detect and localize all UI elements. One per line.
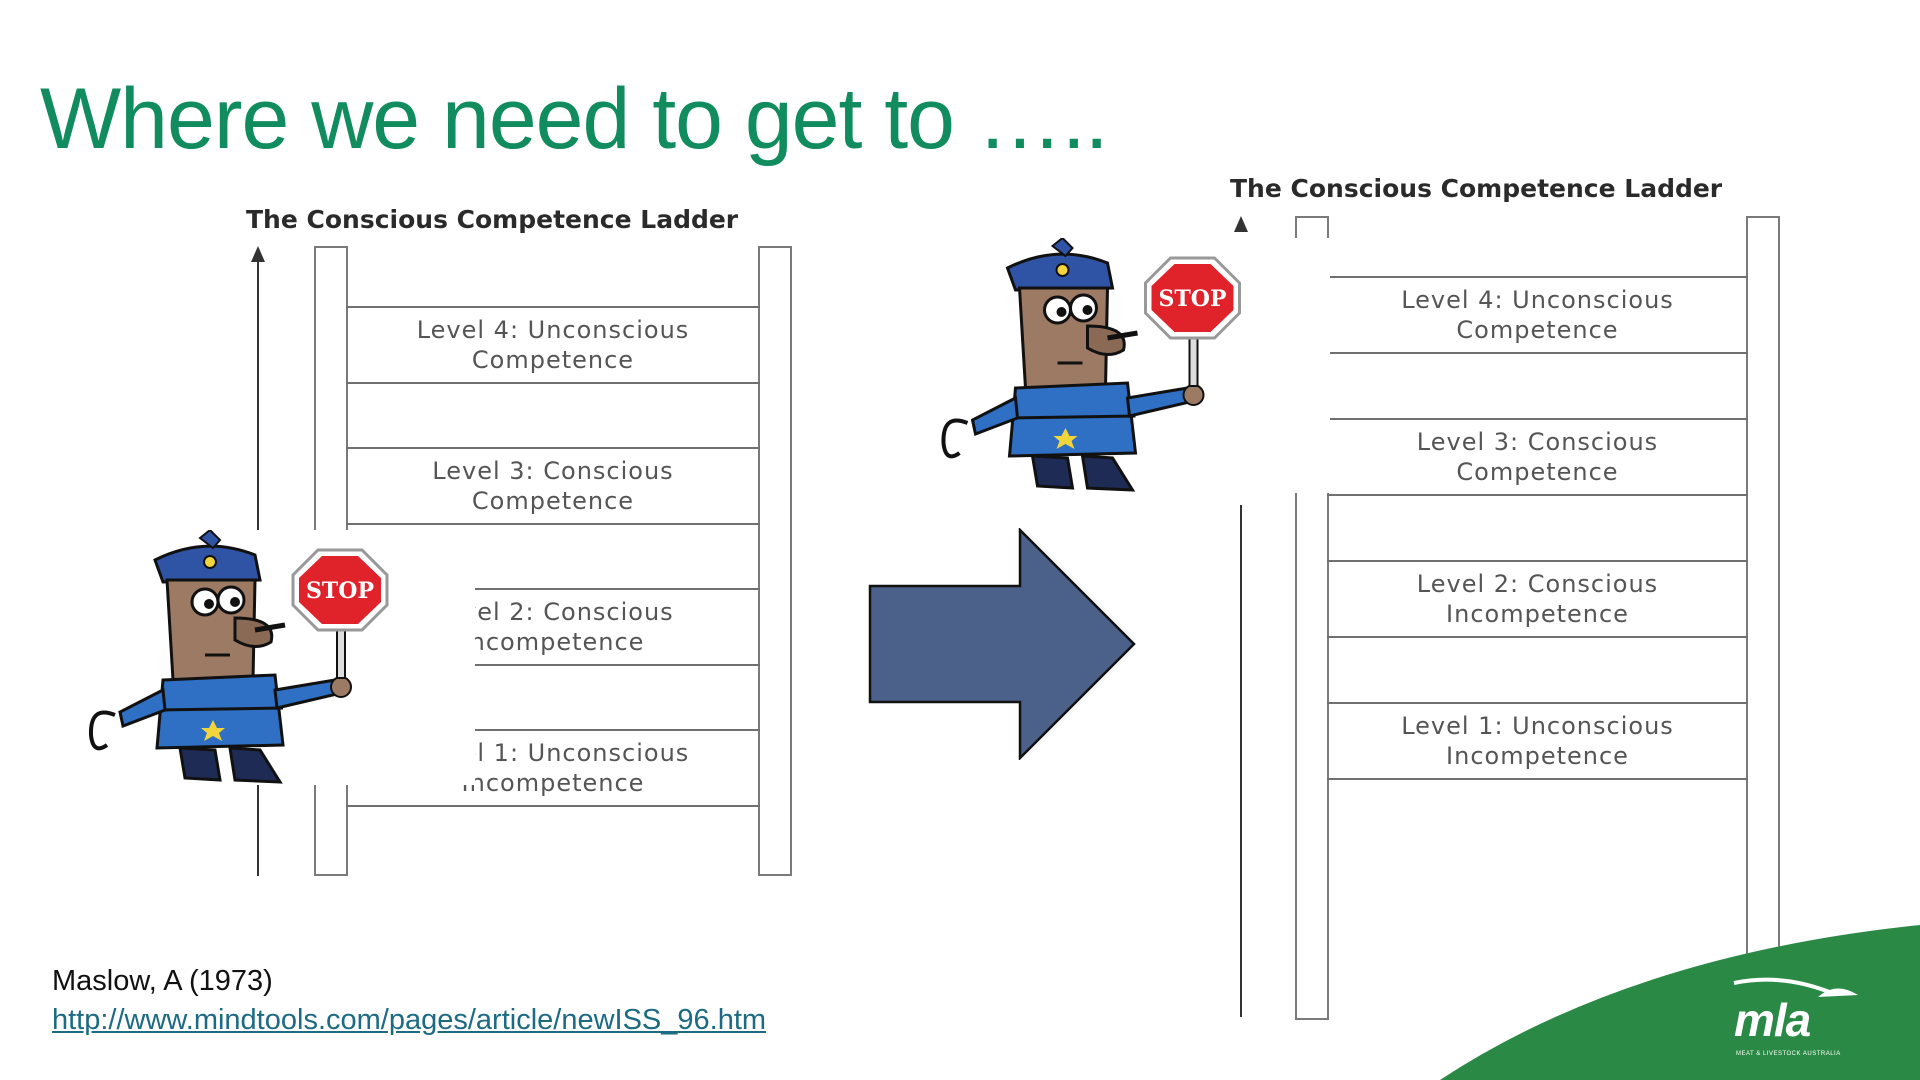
- arrow-up-icon: [251, 246, 265, 262]
- arrow-up-icon: [1234, 216, 1248, 232]
- rung-label: Level 2: Conscious Incompetence: [1416, 570, 1659, 628]
- ladder-rung-level-4: Level 4: Unconscious Competence: [1327, 276, 1748, 354]
- swoosh-shape: [1440, 925, 1920, 1080]
- stop-sign-face: [299, 556, 381, 624]
- arrow-shape: [868, 526, 1136, 762]
- rung-label: Level 4: Unconscious Competence: [416, 316, 690, 374]
- stop-sign-text: STOP: [306, 578, 374, 604]
- logo-wordmark: mla: [1734, 994, 1811, 1046]
- rung-label: Level 3: Conscious Competence: [1416, 428, 1659, 486]
- mla-logo: mla MEAT & LIVESTOCK AUSTRALIA: [1730, 975, 1900, 1070]
- brand-swoosh: [1440, 925, 1920, 1080]
- logo-swoosh-icon: [1733, 977, 1858, 997]
- ladder-rung-level-3: Level 3: Conscious Competence: [1327, 418, 1748, 496]
- ladder-rung-level-3: Level 3: Conscious Competence: [346, 447, 760, 525]
- stop-sign-text: STOP: [1159, 286, 1227, 312]
- police-officer-stop-sign-icon: STOP: [85, 530, 475, 785]
- police-officer-stop-sign-icon: STOP: [935, 238, 1330, 493]
- logo-tagline: MEAT & LIVESTOCK AUSTRALIA: [1736, 1051, 1841, 1057]
- stop-sign-face: [1151, 264, 1234, 332]
- ladder-rung-level-1: Level 1: Unconscious Incompetence: [1327, 702, 1748, 780]
- ladder-rung-level-1: Level 1: Unconscious Incompetence: [346, 729, 760, 807]
- rung-label: Level 4: Unconscious Competence: [1401, 286, 1674, 344]
- ladder-left: The Conscious Competence Ladder Level 4:…: [240, 200, 820, 880]
- ladder-title: The Conscious Competence Ladder: [246, 205, 739, 234]
- ladder-rung-level-2: Level 2: Conscious Incompetence: [1327, 560, 1748, 638]
- ladder-rung-level-4: Level 4: Unconscious Competence: [346, 306, 760, 384]
- right-arrow-icon: [868, 526, 1138, 762]
- ladder-title: The Conscious Competence Ladder: [1230, 174, 1723, 203]
- slide-title: Where we need to get to …..: [40, 71, 1109, 167]
- ladder-rail-right: [758, 246, 792, 876]
- citation-author: Maslow, A (1973): [52, 965, 273, 997]
- rung-label: Level 1: Unconscious Incompetence: [1401, 712, 1674, 770]
- ladder-rail-right: [1746, 216, 1780, 1020]
- rung-label: Level 3: Conscious Competence: [432, 457, 674, 515]
- citation-link[interactable]: http://www.mindtools.com/pages/article/n…: [52, 1004, 767, 1036]
- rung-label: Level 1: Unconscious Incompetence: [417, 739, 690, 797]
- axis-line: [1240, 505, 1242, 1017]
